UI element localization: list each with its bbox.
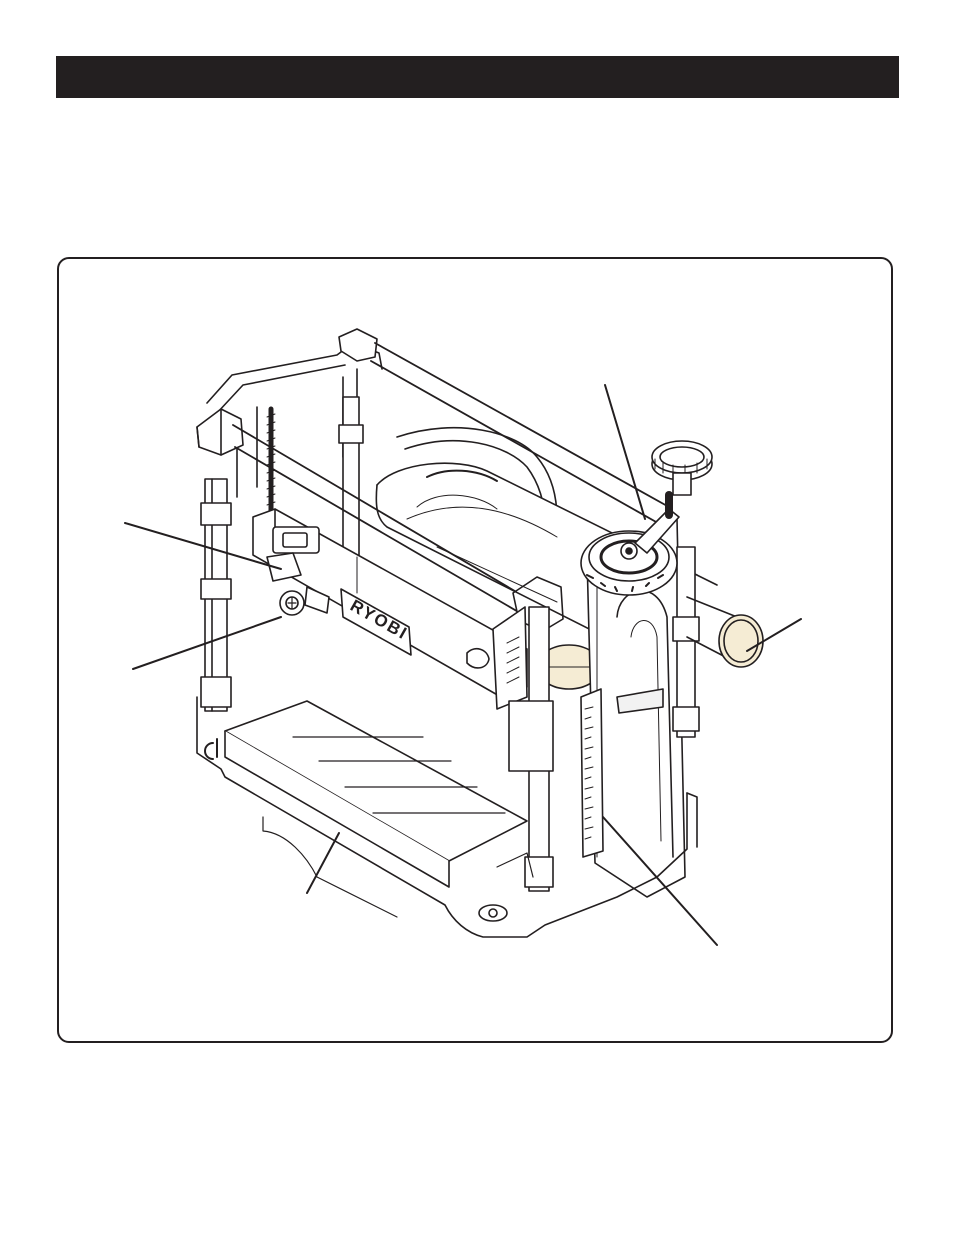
- cutterhead-cover: [251, 507, 528, 698]
- section-header-bar: [56, 56, 899, 98]
- depth-scale: [579, 687, 604, 858]
- right-rear-column: [671, 545, 700, 738]
- left-column-front: [199, 477, 232, 712]
- crank-handle: [633, 439, 713, 554]
- callout-leaders: [123, 383, 802, 946]
- callout-table: [305, 831, 340, 894]
- power-switch: [265, 525, 320, 582]
- depth-dial: [579, 529, 678, 596]
- callout-depth-knob: [131, 615, 282, 670]
- right-column-front: [507, 605, 554, 892]
- infeed-table: [203, 699, 528, 888]
- left-column-rear: [337, 395, 364, 598]
- threaded-rod: [266, 406, 275, 521]
- right-column-housing: [585, 517, 686, 898]
- callout-depth-dial: [603, 383, 646, 520]
- thickness-planer-illustration: RYOBI: [123, 327, 802, 946]
- figure-frame: RYOBI: [57, 257, 893, 1043]
- callout-dust-port: [745, 617, 802, 652]
- callout-switch: [123, 521, 282, 570]
- depth-stop-knob: [278, 585, 330, 616]
- callout-scale: [601, 815, 718, 946]
